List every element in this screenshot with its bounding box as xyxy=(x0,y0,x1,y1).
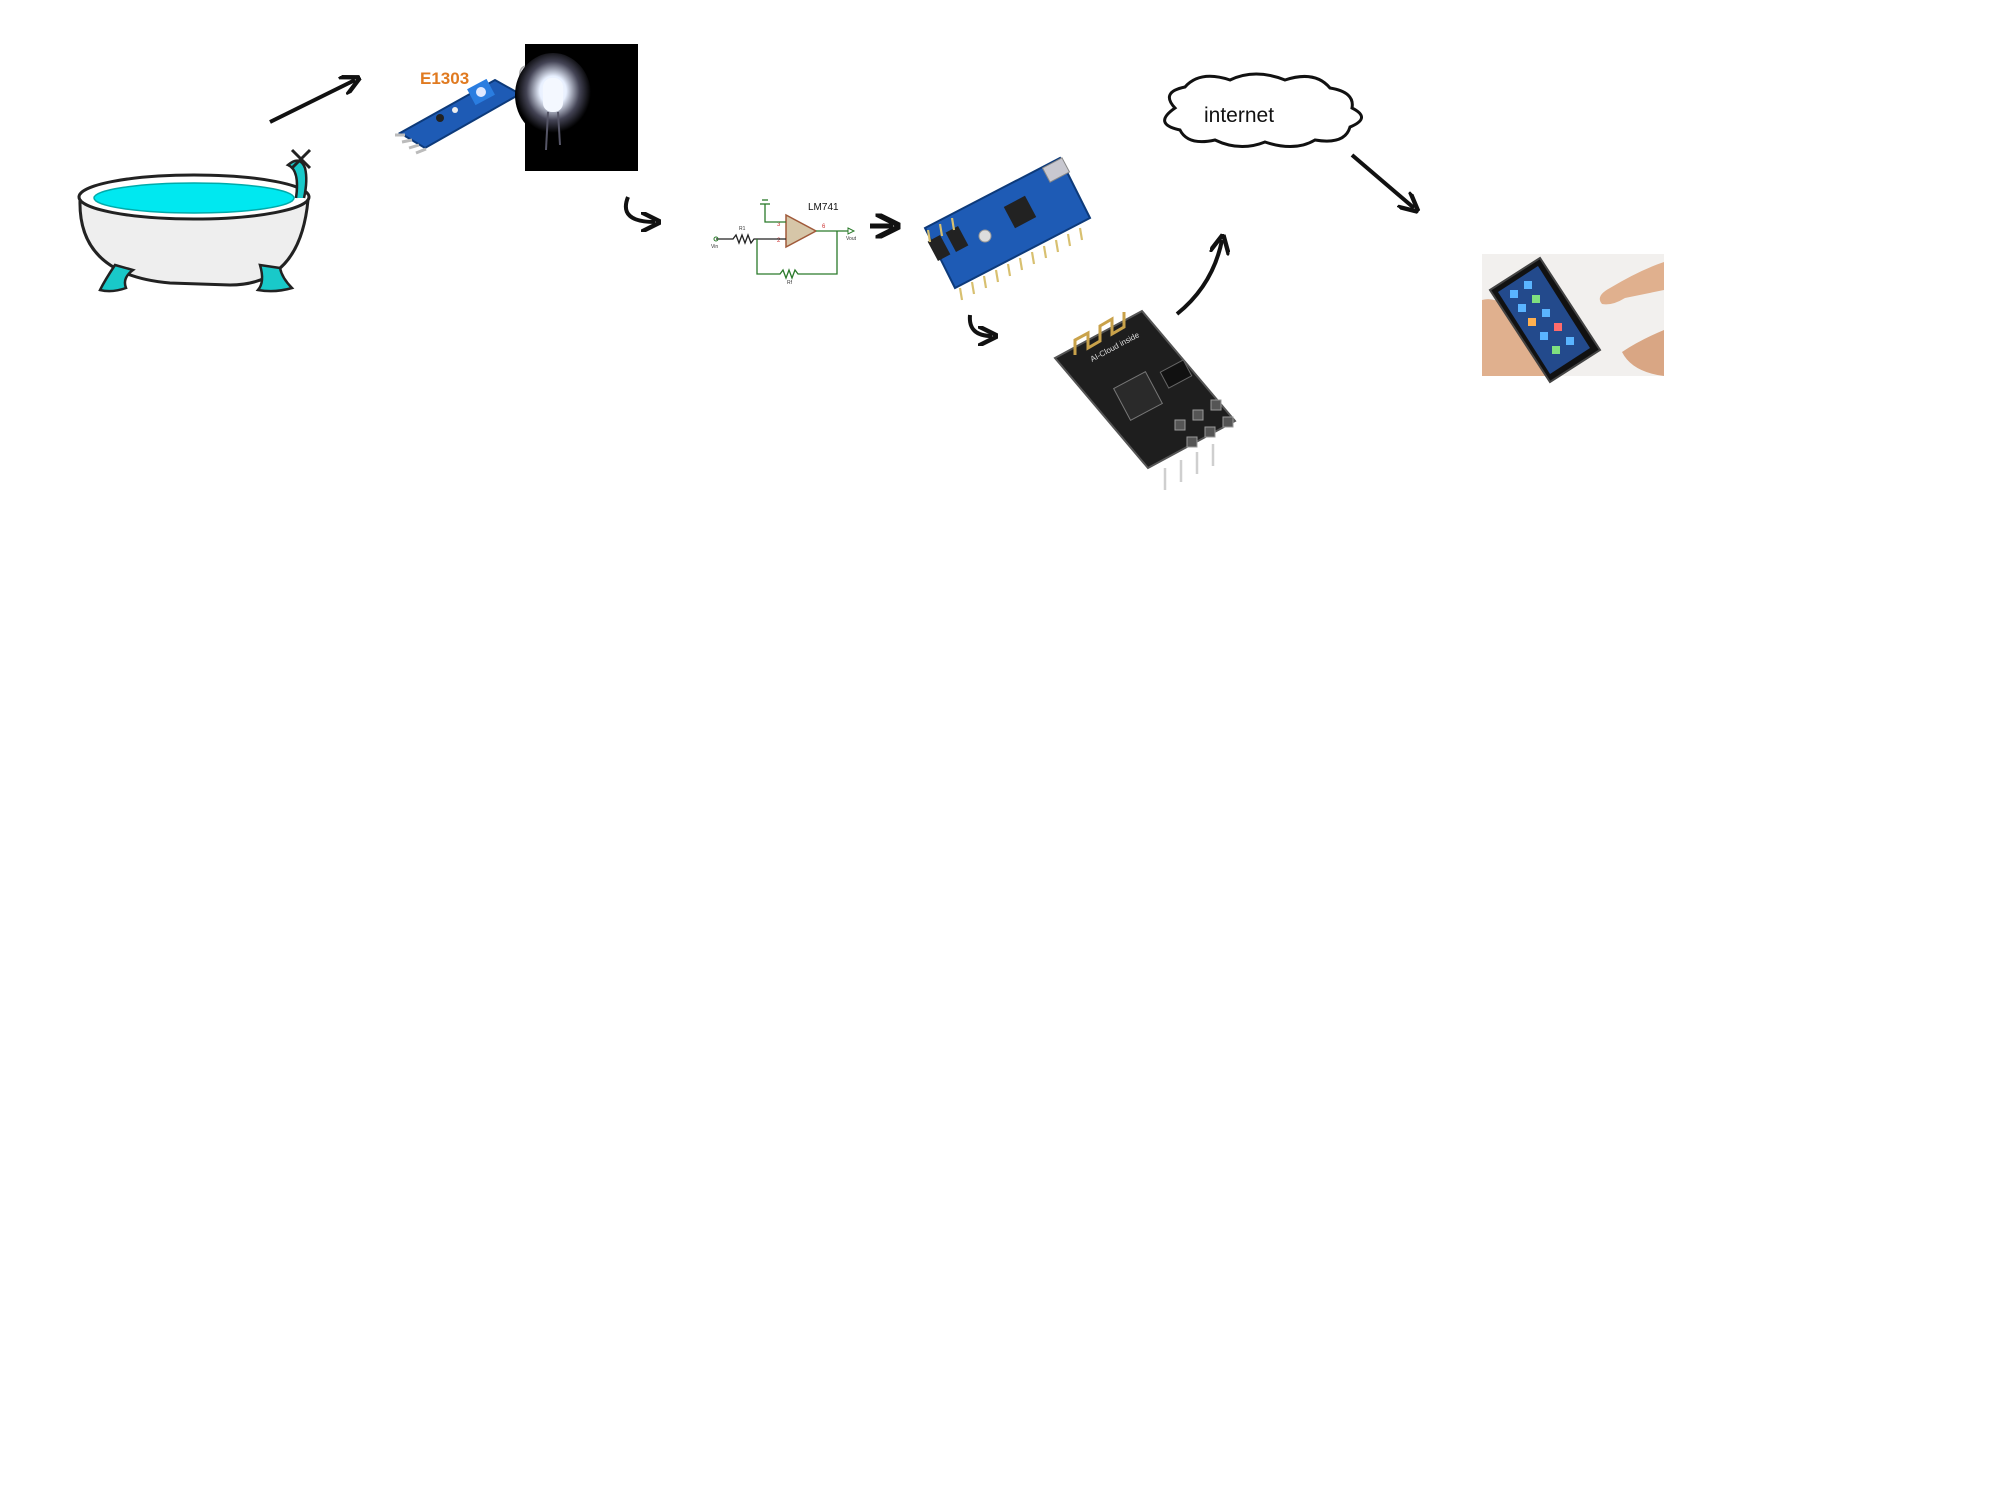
internet-label: internet xyxy=(1204,104,1274,127)
opamp-pin-out: 6 xyxy=(822,224,826,230)
opamp-vout-label: Vout xyxy=(846,236,857,242)
opamp-r1-label: R1 xyxy=(739,226,746,232)
opamp-vin-label: Vin xyxy=(711,244,718,250)
arrow-wifi-to-internet xyxy=(1175,240,1222,316)
arrow-internet-to-phone xyxy=(1350,153,1414,208)
opamp-rf-label: Rf xyxy=(787,280,793,286)
opamp-circuit: LM741 3 2 6 R1 Vin Rf Vout xyxy=(711,199,857,286)
arrow-arduino-to-wifi xyxy=(967,314,992,336)
arduino-nano-image xyxy=(923,156,1092,301)
opamp-pin-minus: 2 xyxy=(777,238,781,244)
arrow-led-to-opamp xyxy=(623,196,655,222)
sensor-module-label: E1303 xyxy=(420,69,469,88)
opamp-chip-label: LM741 xyxy=(808,202,839,213)
smartphone-image xyxy=(1482,254,1664,384)
led-image xyxy=(515,44,638,171)
bathtub-icon xyxy=(77,148,312,293)
opamp-pin-plus: 3 xyxy=(777,222,781,228)
arrow-tub-to-sensor xyxy=(269,80,355,124)
internet-cloud-icon: internet xyxy=(1163,72,1363,148)
wifi-module-image: AI-Cloud inside xyxy=(1053,309,1237,490)
